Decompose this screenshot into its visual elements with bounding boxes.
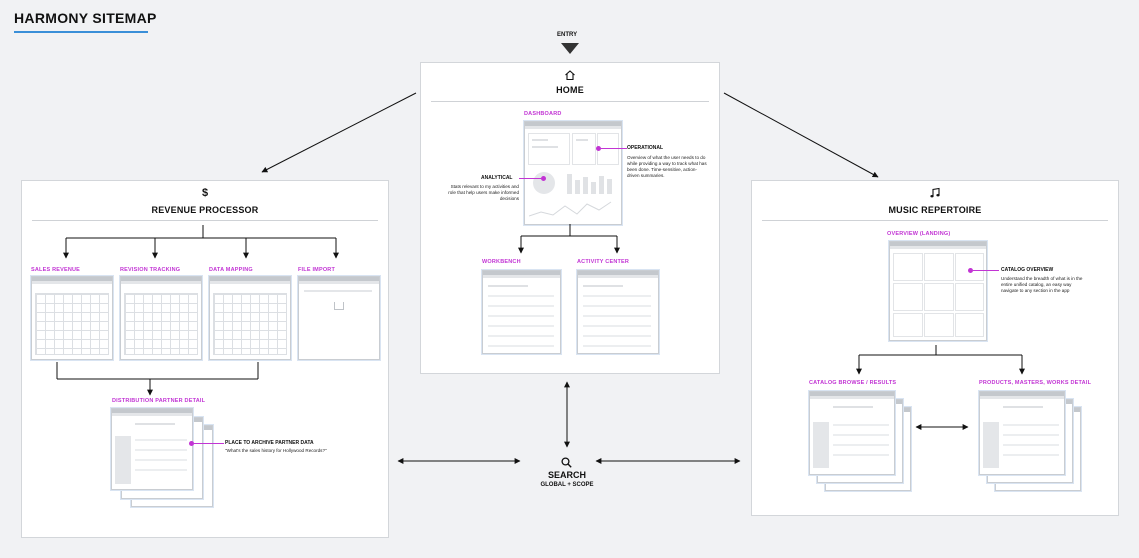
catalog-overview-heading: CATALOG OVERVIEW: [1001, 267, 1054, 273]
home-panel: HOME DASHBOARD OPERATIONAL Overview of w…: [420, 62, 720, 374]
revision-tracking-mock[interactable]: [120, 276, 202, 360]
sales-revenue-label: SALES REVENUE: [31, 267, 81, 273]
analytical-text: Stats relevant to my activities and role…: [448, 184, 519, 201]
file-import-mock[interactable]: [298, 276, 380, 360]
distribution-detail-label: DISTRIBUTION PARTNER DETAIL: [112, 398, 206, 404]
operational-marker: [596, 146, 601, 151]
activity-center-label: ACTIVITY CENTER: [577, 259, 630, 265]
dashboard-label: DASHBOARD: [524, 111, 562, 117]
search-title[interactable]: SEARCH: [547, 470, 586, 480]
music-panel: MUSIC REPERTOIRE OVERVIEW (LANDING) CATA…: [751, 180, 1119, 516]
archive-text: "What's the sales history for Hollywood …: [225, 448, 327, 453]
operational-text: Overview of what the user needs to do wh…: [627, 155, 707, 178]
entry-arrow-icon: [561, 43, 579, 54]
revision-tracking-label: REVISION TRACKING: [120, 267, 181, 273]
activity-center-mock[interactable]: [577, 270, 659, 354]
analytical-marker: [541, 176, 546, 181]
revenue-panel: $ REVENUE PROCESSOR SALES REVENUE REVISI…: [21, 180, 389, 538]
data-mapping-label: DATA MAPPING: [209, 267, 253, 273]
distribution-detail-mock[interactable]: [111, 408, 193, 490]
dollar-icon: $: [201, 187, 209, 199]
products-detail-mock[interactable]: [979, 391, 1065, 475]
operational-heading: OPERATIONAL: [627, 145, 664, 151]
products-detail-label: PRODUCTS, MASTERS, WORKS DETAIL: [979, 380, 1092, 386]
page-title: HARMONY SITEMAP: [14, 10, 157, 26]
overview-mock[interactable]: [889, 241, 987, 341]
archive-heading: PLACE TO ARCHIVE PARTNER DATA: [225, 440, 314, 446]
workbench-mock[interactable]: [482, 270, 561, 354]
search-subtitle: GLOBAL + SCOPE: [540, 482, 594, 488]
file-import-label: FILE IMPORT: [298, 267, 336, 273]
title-underline: [14, 31, 148, 33]
analytical-heading: ANALYTICAL: [481, 175, 513, 181]
archive-marker: [189, 441, 194, 446]
home-title: HOME: [556, 85, 584, 95]
entry-label: ENTRY: [557, 32, 578, 38]
revenue-title: REVENUE PROCESSOR: [151, 205, 259, 215]
catalog-browse-label: CATALOG BROWSE / RESULTS: [809, 380, 897, 386]
workbench-label: WORKBENCH: [482, 259, 521, 265]
catalog-overview-text: Understand the breadth of what is in the…: [1001, 276, 1083, 293]
overview-label: OVERVIEW (LANDING): [887, 231, 951, 237]
music-note-icon: [752, 187, 1118, 202]
upload-icon: [334, 302, 344, 310]
search-icon[interactable]: [561, 455, 572, 473]
catalog-browse-mock[interactable]: [809, 391, 895, 475]
sales-revenue-mock[interactable]: [31, 276, 113, 360]
data-mapping-mock[interactable]: [209, 276, 291, 360]
home-icon: [421, 69, 719, 84]
dashboard-mock[interactable]: [524, 121, 622, 225]
catalog-overview-marker: [968, 268, 973, 273]
music-title: MUSIC REPERTOIRE: [888, 205, 982, 215]
